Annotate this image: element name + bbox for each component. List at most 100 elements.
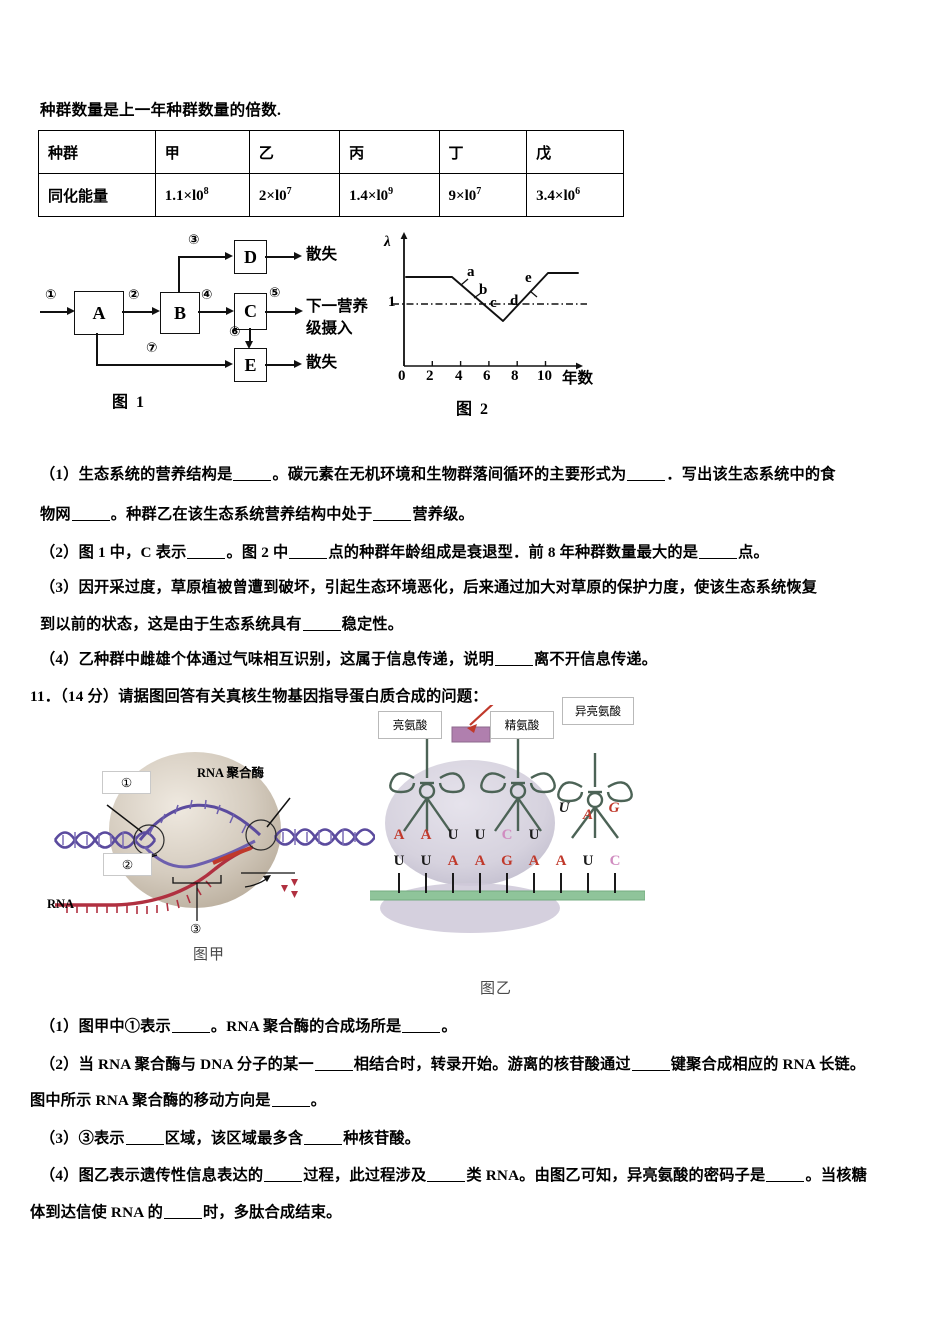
mrna-base-9: C xyxy=(609,853,621,869)
flow-line-6 xyxy=(249,328,251,344)
question-10-4-line1: 乙种群中雌雄个体通过气味相互识别，这属于信息传递，说明离不开信息传递。 xyxy=(78,651,658,668)
table-header-cell: 丙 xyxy=(339,130,440,174)
flow-label-c-out-line1: 下一营养 xyxy=(306,298,369,315)
incoming-anticodon-base-1: U xyxy=(558,800,570,816)
question-11-4-line2: 体到达信使 RNA 的时，多肽合成结束。 xyxy=(30,1204,342,1221)
question-11-4-number: （4） xyxy=(40,1167,79,1184)
mrna-base-7: A xyxy=(555,853,567,869)
anticodon-base-5: C xyxy=(501,827,513,843)
figure-jia-transcription: ① ② ③ RNA 聚合酶 RNA 图甲 xyxy=(45,735,377,970)
flow-label-e-out: 散失 xyxy=(306,354,338,371)
lambda-chart-svg xyxy=(392,232,587,370)
table-cell-energy: 3.4×l06 xyxy=(526,173,624,217)
question-11-2-number: （2） xyxy=(40,1056,79,1073)
flow-number-3: ③ xyxy=(188,232,200,248)
question-11-2-cont: 图中所示 RNA 聚合酶的移动方向是。 xyxy=(30,1086,920,1116)
incoming-anticodon-base-2: A xyxy=(582,807,593,823)
flow-arrow-d-out xyxy=(294,252,302,260)
mrna-base-3: A xyxy=(447,853,459,869)
transcription-svg xyxy=(53,752,377,921)
question-10-3-cont: 到以前的状态，这是由于生态系统具有稳定性。 xyxy=(40,610,920,640)
translation-svg xyxy=(364,702,646,933)
figure-2-caption: 图 2 xyxy=(456,401,491,418)
question-11-1-line1: 图甲中①表示。RNA 聚合酶的合成场所是。 xyxy=(78,1018,457,1035)
y-axis-label: λ xyxy=(384,234,391,250)
flow-arrow-e-out xyxy=(294,360,302,368)
amino-acid-box-leucine: 亮氨酸 xyxy=(378,711,442,739)
incoming-anticodon-base-3: G xyxy=(608,800,620,816)
table-cell-energy: 1.1×l08 xyxy=(154,173,250,217)
flow-box-c: C xyxy=(234,293,267,330)
question-11-1: （1）图甲中①表示。RNA 聚合酶的合成场所是。 xyxy=(40,1012,930,1042)
flow-line-4 xyxy=(198,311,227,313)
table-cell-energy: 2×l07 xyxy=(248,173,341,217)
question-11-number: 11． xyxy=(30,688,61,705)
question-10-2-line1: 图 1 中，C 表示。图 2 中点的种群年龄组成是衰退型．前 8 年种群数量最大… xyxy=(78,544,769,561)
question-10-4: （4）乙种群中雌雄个体通过气味相互识别，这属于信息传递，说明离不开信息传递。 xyxy=(40,645,920,675)
flow-number-4: ④ xyxy=(201,287,213,303)
question-11-2: （2）当 RNA 聚合酶与 DNA 分子的某一相结合时，转录开始。游离的核苷酸通… xyxy=(40,1050,930,1080)
table-header-cell: 丁 xyxy=(438,130,528,174)
question-11-stem: 11．（14 分）请据图回答有关真核生物基因指导蛋白质合成的问题： xyxy=(30,682,920,712)
table-header-cell: 种群 xyxy=(38,130,156,174)
anticodon-base-1: A xyxy=(393,827,405,843)
table-cell-energy: 9×l07 xyxy=(438,173,528,217)
question-11-4-cont: 体到达信使 RNA 的时，多肽合成结束。 xyxy=(30,1198,920,1228)
flow-line-7-vert xyxy=(96,333,98,365)
figure-1-caption: 图 1 xyxy=(112,394,147,411)
flow-label-c-out-line2: 级摄入 xyxy=(306,320,353,337)
x-tick-6: 6 xyxy=(483,368,491,384)
x-tick-4: 4 xyxy=(455,368,463,384)
flow-line-5 xyxy=(265,311,296,313)
question-10-3-line1: 因开采过度，草原植被曾遭到破坏，引起生态环境恶化，后来通过加大对草原的保护力度，… xyxy=(78,579,818,596)
anticodon-base-6: U xyxy=(528,827,540,843)
flow-arrow-7 xyxy=(225,360,233,368)
question-10-1-line2: 物网。种群乙在该生态系统营养结构中处于营养级。 xyxy=(40,506,474,523)
marker-2-box: ② xyxy=(103,853,152,876)
assimilated-energy-table: 种群 甲 乙 丙 丁 戊 同化能量 1.1×l08 2×l07 1.4×l09 … xyxy=(38,130,624,217)
flow-box-a: A xyxy=(74,291,124,335)
curve-point-a: a xyxy=(467,264,475,280)
flow-box-b: B xyxy=(160,292,200,334)
figure-jia-caption: 图甲 xyxy=(193,947,226,963)
question-10-1-number: （1） xyxy=(40,466,79,483)
question-11-3-line1: ③表示区域，该区域最多含种核苷酸。 xyxy=(78,1130,421,1147)
table-header-cell: 甲 xyxy=(154,130,250,174)
flow-arrow-6 xyxy=(245,341,253,349)
marker-1-box: ① xyxy=(102,771,151,794)
reference-line-label: 1 xyxy=(388,294,396,310)
anticodon-base-3: U xyxy=(447,827,459,843)
figure-2-lambda-chart: λ 1 0 2 4 6 8 10 年数 a b c d e 图 2 xyxy=(382,232,597,422)
question-10-3-line2: 到以前的状态，这是由于生态系统具有稳定性。 xyxy=(40,616,404,633)
flow-line-d-out xyxy=(265,256,295,258)
flow-line-3-horz xyxy=(178,256,226,258)
flow-arrow-3 xyxy=(225,252,233,260)
figure-1-energy-flow: A B C E D ① ② ③ ④ ⑤ ⑥ ⑦ xyxy=(38,232,378,421)
flow-number-7: ⑦ xyxy=(146,340,158,356)
flow-arrow-1 xyxy=(67,307,75,315)
flow-arrow-2 xyxy=(152,307,160,315)
mrna-base-4: A xyxy=(474,853,486,869)
question-11-4-line1: 图乙表示遗传性信息表达的过程，此过程涉及类 RNA。由图乙可知，异亮氨酸的密码子… xyxy=(78,1167,867,1184)
question-11-2-line2: 图中所示 RNA 聚合酶的移动方向是。 xyxy=(30,1092,327,1109)
rna-polymerase-label: RNA 聚合酶 xyxy=(197,766,265,780)
table-header-cell: 戊 xyxy=(526,130,624,174)
x-tick-10: 10 xyxy=(537,368,552,384)
flow-line-2 xyxy=(122,311,153,313)
question-10-1-line1: 生态系统的营养结构是。碳元素在无机环境和生物群落间循环的主要形式为．写出该生态系… xyxy=(78,466,836,483)
flow-box-d: D xyxy=(234,240,267,274)
figure-yi-caption: 图乙 xyxy=(480,981,513,997)
curve-point-b: b xyxy=(479,282,488,298)
table-row-label: 同化能量 xyxy=(38,173,156,217)
question-10-2: （2）图 1 中，C 表示。图 2 中点的种群年龄组成是衰退型．前 8 年种群数… xyxy=(40,538,920,568)
question-11-3-number: （3） xyxy=(40,1130,79,1147)
curve-point-e: e xyxy=(525,270,532,286)
curve-point-c: c xyxy=(490,295,497,311)
flow-arrow-5 xyxy=(295,307,303,315)
question-10-2-number: （2） xyxy=(40,544,79,561)
flow-number-1: ① xyxy=(45,287,57,303)
x-tick-2: 2 xyxy=(426,368,434,384)
curve-point-d: d xyxy=(510,293,519,309)
figure-yi-translation: 亮氨酸 精氨酸 异亮氨酸 A A U U C U U A G U U A A G… xyxy=(364,697,646,997)
